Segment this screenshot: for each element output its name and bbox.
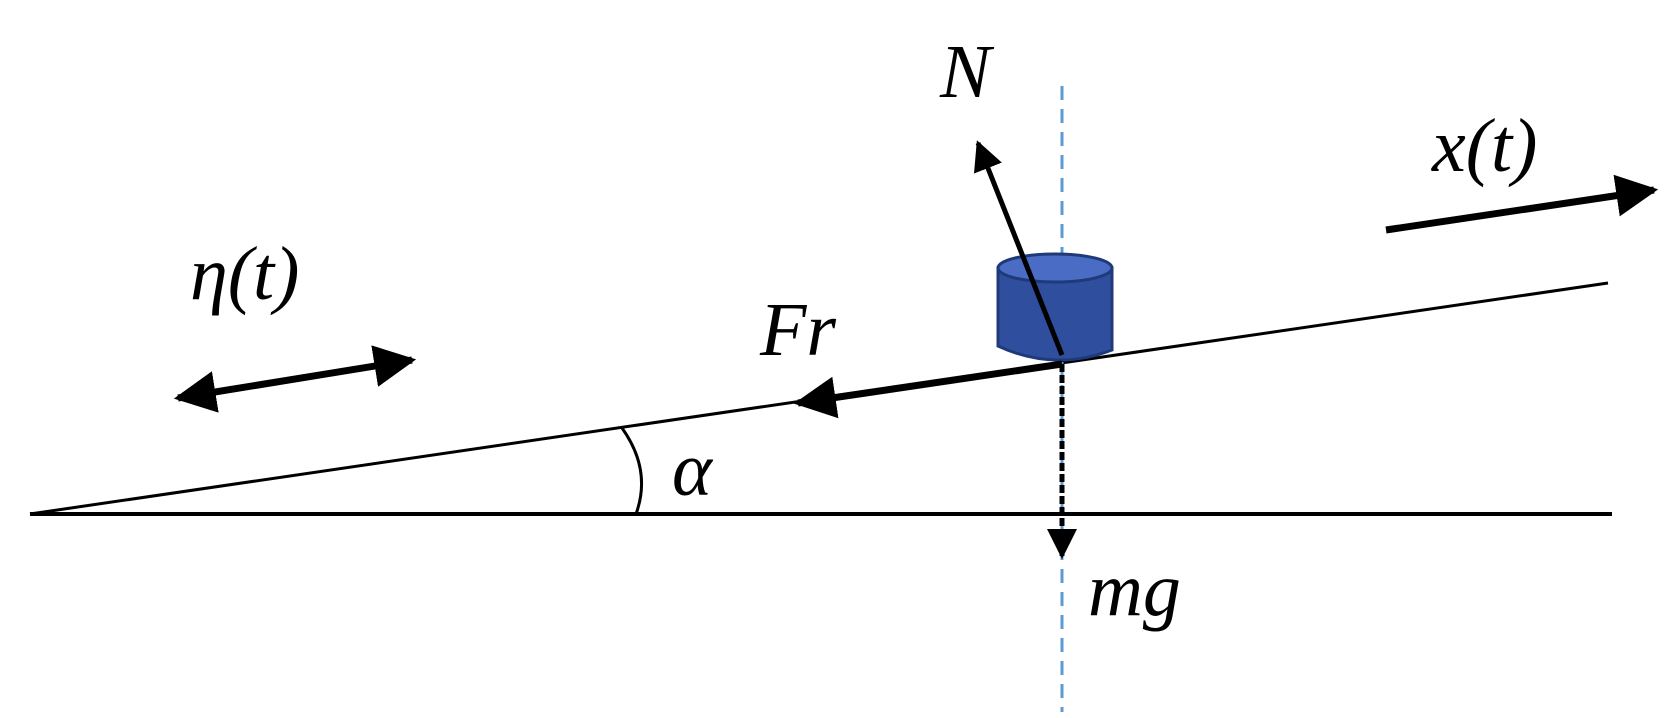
base-motion-label: η(t) xyxy=(190,232,300,316)
friction-arrow xyxy=(793,360,1063,419)
base-motion-arrow xyxy=(173,345,417,413)
angle-arc xyxy=(620,427,643,515)
friction-label: Fr xyxy=(760,288,836,372)
normal-force-arrow xyxy=(974,140,1065,356)
weight-label: mg xyxy=(1088,548,1181,632)
displacement-label: x(t) xyxy=(1432,104,1538,188)
angle-label: α xyxy=(672,428,712,512)
normal-force-label: N xyxy=(940,30,991,114)
displacement-arrow xyxy=(1385,174,1659,234)
block xyxy=(996,252,1114,362)
